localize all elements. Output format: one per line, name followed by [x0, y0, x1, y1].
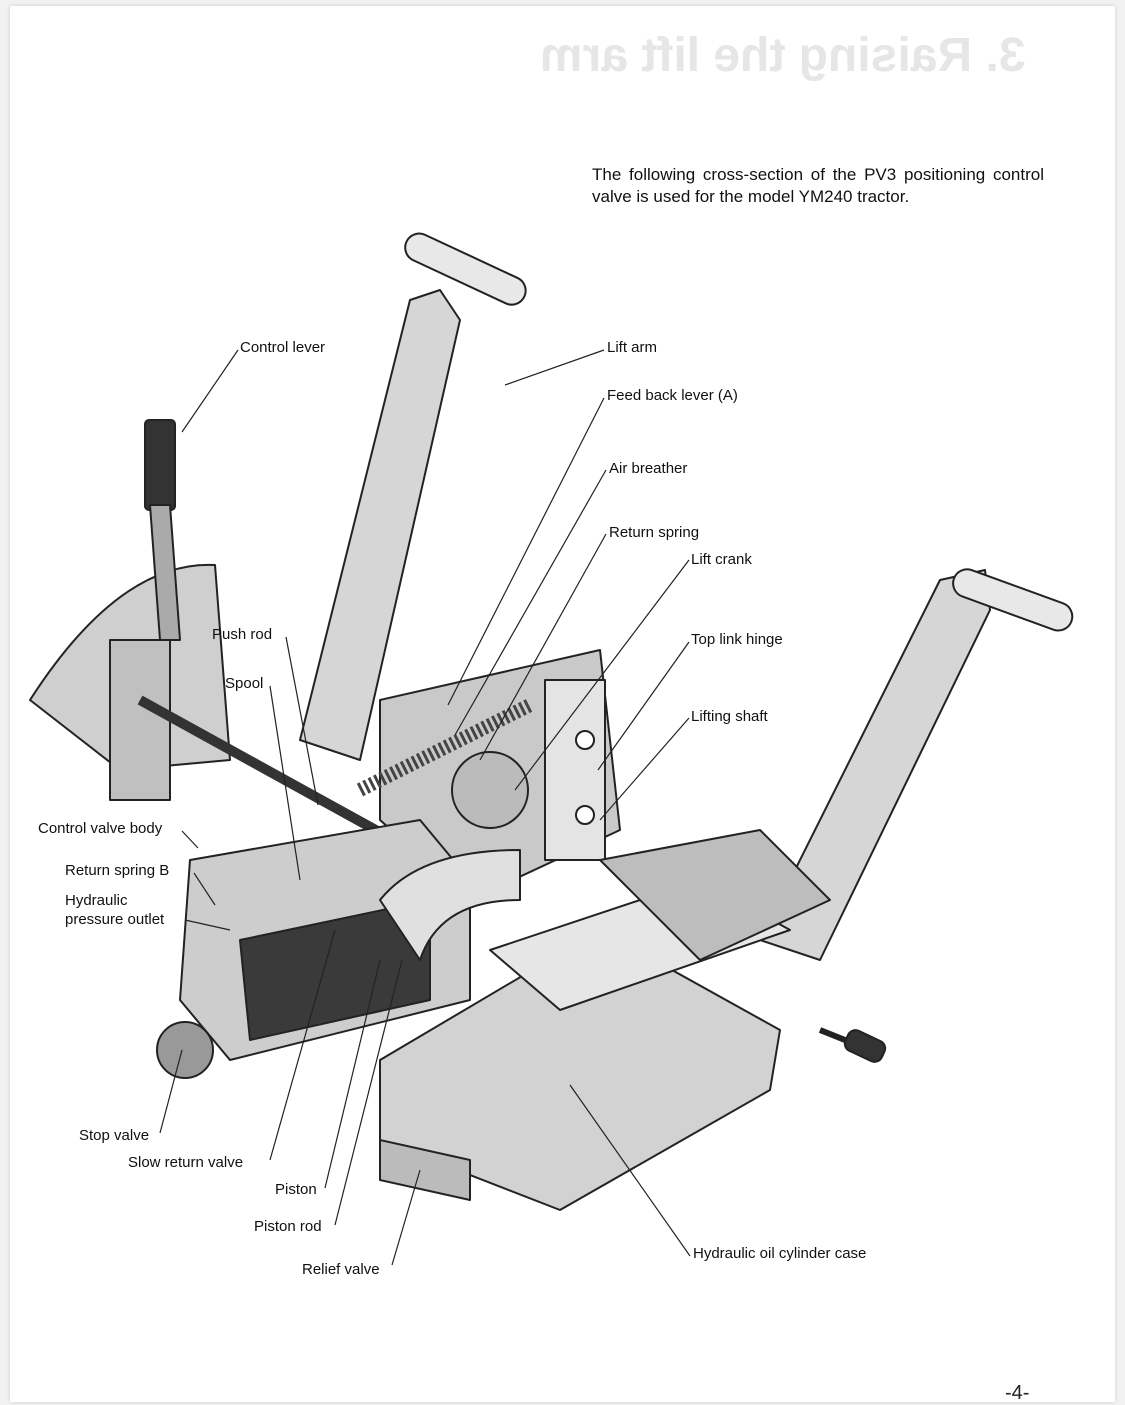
stop-valve-knob	[156, 1021, 214, 1079]
label-return-spring-b: Return spring B	[65, 862, 170, 879]
top-link-hinge-plate	[544, 679, 606, 861]
label-air-breather: Air breather	[609, 460, 688, 477]
label-relief-valve: Relief valve	[302, 1261, 380, 1278]
lifting-shaft-spline	[599, 829, 831, 961]
lift-arm-left	[299, 289, 461, 761]
cylinder-bore	[239, 899, 431, 1041]
return-spring	[356, 698, 534, 797]
label-piston-rod: Piston rod	[254, 1218, 322, 1235]
label-top-link-hinge: Top link hinge	[691, 631, 783, 648]
label-hydraulic-pressure-outlet-1: Hydraulic	[65, 892, 128, 909]
label-control-valve-body: Control valve body	[38, 820, 163, 837]
label-piston: Piston	[275, 1181, 317, 1198]
label-control-lever: Control lever	[240, 339, 326, 356]
control-lever-handle	[144, 419, 176, 511]
label-lift-crank: Lift crank	[691, 551, 752, 568]
label-slow-return-valve: Slow return valve	[128, 1154, 244, 1171]
label-spool: Spool	[225, 675, 264, 692]
label-push-rod: Push rod	[212, 626, 273, 643]
piston-rod	[379, 849, 521, 961]
label-feed-back-lever: Feed back lever (A)	[607, 387, 738, 404]
label-return-spring: Return spring	[609, 524, 700, 541]
lift-crank-spline	[451, 751, 529, 829]
label-lift-arm: Lift arm	[607, 339, 658, 356]
intro-paragraph: The following cross-section of the PV3 p…	[592, 165, 1044, 206]
label-hydraulic-pressure-outlet-2: pressure outlet	[65, 911, 165, 928]
page-number: -4-	[1005, 1382, 1030, 1404]
relief-valve-body	[379, 1139, 471, 1201]
label-hydraulic-oil-cylinder-case: Hydraulic oil cylinder case	[693, 1245, 867, 1262]
leader-lines	[159, 349, 691, 1266]
label-stop-valve: Stop valve	[79, 1127, 150, 1144]
label-lifting-shaft: Lifting shaft	[691, 708, 768, 725]
